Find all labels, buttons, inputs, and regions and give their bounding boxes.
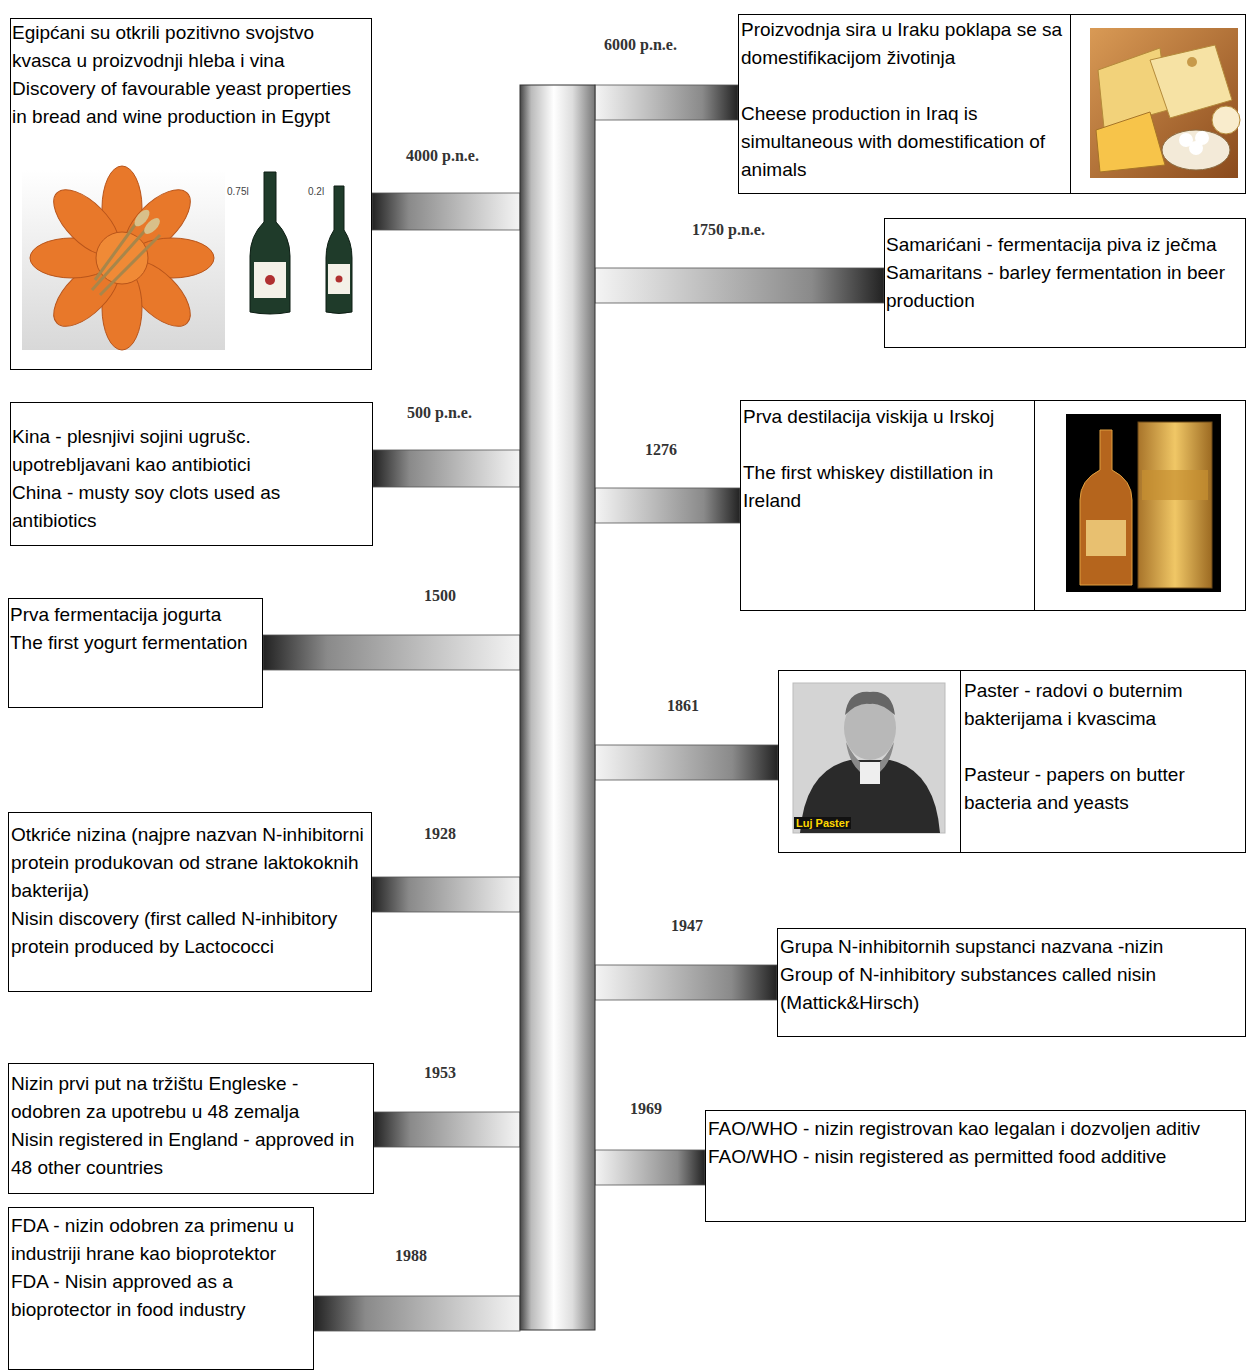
branch-bars (263, 85, 884, 1331)
event-box: Prva destilacija viskija u IrskojThe fir… (740, 400, 1246, 611)
event-box: Samarićani - fermentacija piva iz ječmaS… (884, 218, 1246, 348)
event-text: Grupa N-inhibitornih supstanci nazvana -… (780, 933, 1242, 1017)
serbian-text: Kina - plesnjivi sojini ugrušc. upotrebl… (12, 423, 369, 479)
english-text: China - musty soy clots used as antibiot… (12, 479, 369, 535)
english-text: Pasteur - papers on butter bacteria and … (964, 761, 1242, 817)
event-text: Nizin prvi put na tržištu Engleske - odo… (11, 1070, 371, 1182)
bottle-size: 0.75l (227, 186, 249, 197)
event-text: Egipćani su otkrili pozitivno svojstvo k… (12, 19, 368, 131)
event-text: FDA - nizin odobren za primenu u industr… (11, 1212, 311, 1324)
event-box: Grupa N-inhibitornih supstanci nazvana -… (777, 928, 1246, 1037)
year-label: 1988 (395, 1247, 427, 1265)
year-label: 500 p.n.e. (407, 404, 472, 422)
event-box: Otkriće nizina (najpre nazvan N-inhibito… (8, 812, 372, 992)
event-text: Paster - radovi o buternim bakterijama i… (964, 677, 1242, 817)
event-text: Proizvodnja sira u Iraku poklapa se sa d… (741, 16, 1067, 184)
event-box: Proizvodnja sira u Iraku poklapa se sa d… (738, 14, 1246, 194)
cheese-picture (1090, 28, 1240, 178)
timeline-trunk (520, 85, 595, 1330)
year-label: 1969 (630, 1100, 662, 1118)
serbian-text: Grupa N-inhibitornih supstanci nazvana -… (780, 933, 1242, 961)
whiskey-picture (1066, 414, 1221, 592)
year-label: 4000 p.n.e. (406, 147, 479, 165)
event-text: Otkriće nizina (najpre nazvan N-inhibito… (11, 821, 369, 961)
event-text: Prva destilacija viskija u IrskojThe fir… (743, 403, 1033, 515)
english-text: Nisin registered in England - approved i… (11, 1126, 371, 1182)
english-text: FAO/WHO - nisin registered as permitted … (708, 1143, 1243, 1171)
event-box: Kina - plesnjivi sojini ugrušc. upotrebl… (10, 402, 373, 546)
english-text: The first whiskey distillation in Irelan… (743, 459, 1033, 515)
year-label: 1500 (424, 587, 456, 605)
english-text: FDA - Nisin approved as a bioprotector i… (11, 1268, 311, 1324)
english-text: The first yogurt fermentation (10, 629, 260, 657)
event-box: FDA - nizin odobren za primenu u industr… (8, 1207, 314, 1370)
year-label: 1947 (671, 917, 703, 935)
serbian-text: Nizin prvi put na tržištu Engleske - odo… (11, 1070, 371, 1126)
serbian-text: Prva destilacija viskija u Irskoj (743, 403, 1033, 431)
english-text: Group of N-inhibitory substances called … (780, 961, 1242, 1017)
event-text: Kina - plesnjivi sojini ugrušc. upotrebl… (12, 423, 369, 535)
year-label: 1861 (667, 697, 699, 715)
english-text: Discovery of favourable yeast properties… (12, 75, 368, 131)
photo-caption: Luj Paster (794, 817, 851, 829)
bottle-size: 0.2l (308, 186, 324, 197)
serbian-text: Prva fermentacija jogurta (10, 601, 260, 629)
year-label: 1953 (424, 1064, 456, 1082)
event-text: Prva fermentacija jogurtaThe first yogur… (10, 601, 260, 657)
serbian-text: Egipćani su otkrili pozitivno svojstvo k… (12, 19, 368, 75)
serbian-text: FAO/WHO - nizin registrovan kao legalan … (708, 1115, 1243, 1143)
year-label: 1276 (645, 441, 677, 459)
english-text: Samaritans - barley fermentation in beer… (886, 259, 1242, 315)
event-box: Prva fermentacija jogurtaThe first yogur… (8, 598, 263, 708)
english-text: Cheese production in Iraq is simultaneou… (741, 100, 1067, 184)
event-text: Samarićani - fermentacija piva iz ječmaS… (886, 231, 1242, 315)
year-label: 1928 (424, 825, 456, 843)
event-box: Nizin prvi put na tržištu Engleske - odo… (8, 1063, 374, 1194)
serbian-text: FDA - nizin odobren za primenu u industr… (11, 1212, 311, 1268)
english-text: Nisin discovery (first called N-inhibito… (11, 905, 369, 961)
year-label: 6000 p.n.e. (604, 36, 677, 54)
serbian-text: Otkriće nizina (najpre nazvan N-inhibito… (11, 821, 369, 905)
year-label: 1750 p.n.e. (692, 221, 765, 239)
pasteur-portrait (793, 683, 945, 833)
serbian-text: Samarićani - fermentacija piva iz ječma (886, 231, 1242, 259)
event-box: FAO/WHO - nizin registrovan kao legalan … (705, 1110, 1246, 1222)
serbian-text: Paster - radovi o buternim bakterijama i… (964, 677, 1242, 733)
bread-wine-picture (22, 166, 352, 350)
event-text: FAO/WHO - nizin registrovan kao legalan … (708, 1115, 1243, 1171)
serbian-text: Proizvodnja sira u Iraku poklapa se sa d… (741, 16, 1067, 72)
